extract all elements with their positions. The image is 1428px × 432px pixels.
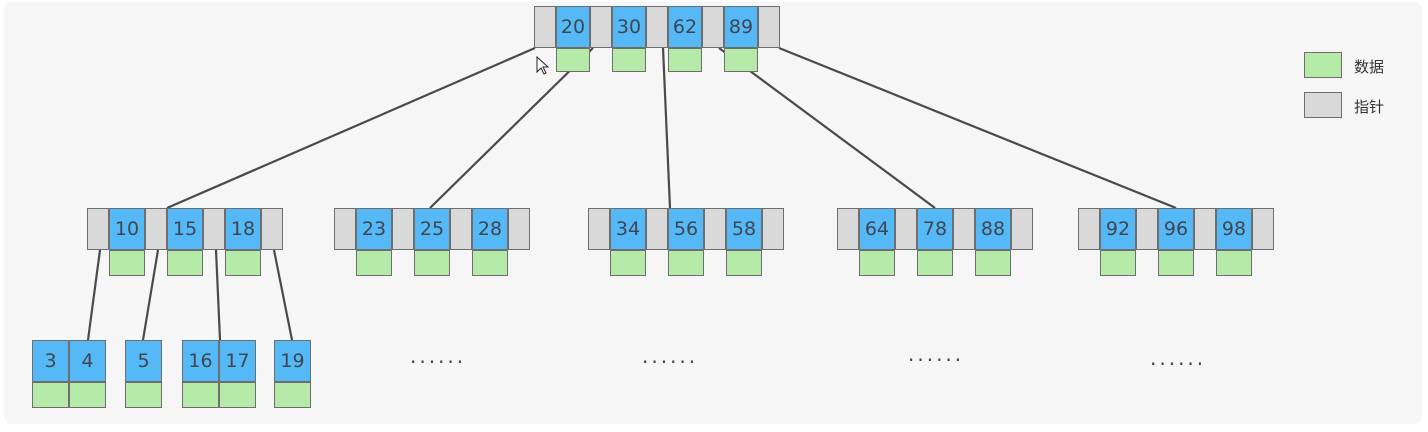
root-pointer-1: [590, 6, 612, 48]
level2-node-3-key-58: 58: [726, 208, 762, 250]
mouse-cursor-icon: [536, 56, 550, 75]
leaf-4-data-19: [274, 382, 311, 408]
leaf-3-key-16: 16: [182, 340, 219, 382]
level2-node-4-data-64: [859, 250, 895, 276]
root-data-30: [612, 48, 646, 72]
legend-data-swatch: [1304, 52, 1342, 78]
level2-node-4-key-64: 64: [859, 208, 895, 250]
root-key-30: 30: [612, 6, 646, 48]
level2-node-2-key-25: 25: [414, 208, 450, 250]
edge-root-to-level2-2: [429, 47, 594, 209]
level2-node-5-data-98: [1216, 250, 1252, 276]
level2-node-5-key-98: 98: [1216, 208, 1252, 250]
leaf-2-data-5: [125, 382, 162, 408]
level2-node-4-data-88: [975, 250, 1011, 276]
tree-edges: [86, 46, 1177, 341]
level2-node-1-data-10: [109, 250, 145, 276]
ellipsis-2: ......: [642, 344, 699, 368]
root-data-20: [556, 48, 590, 72]
legend-pointer-label: 指针: [1354, 98, 1385, 116]
level2-node-5-key-96: 96: [1158, 208, 1194, 250]
level2-node-5-data-92: [1100, 250, 1136, 276]
edge-root-to-level2-4: [718, 47, 936, 209]
level2-node-2-pointer-3: [508, 208, 530, 250]
level2-node-5-key-92: 92: [1100, 208, 1136, 250]
level2-node-3-key-56: 56: [668, 208, 704, 250]
level2-node-3-pointer-1: [646, 208, 668, 250]
root-pointer-4: [758, 6, 780, 48]
level2-node-4-pointer-1: [895, 208, 917, 250]
level2-node-2-pointer-2: [450, 208, 472, 250]
level2-node-1-pointer-3: [261, 208, 283, 250]
root-key-20: 20: [556, 6, 590, 48]
ellipsis-3: ......: [908, 342, 965, 366]
edge-level2-1-to-leaf-4: [272, 249, 294, 341]
ellipsis-1: ......: [410, 344, 467, 368]
level2-node-5-pointer-1: [1136, 208, 1158, 250]
edge-level2-1-to-leaf-3: [214, 249, 222, 341]
level2-node-3-data-58: [726, 250, 762, 276]
root-key-62: 62: [668, 6, 702, 48]
level2-node-4-pointer-3: [1011, 208, 1033, 250]
level2-node-5-pointer-3: [1252, 208, 1274, 250]
root-pointer-2: [646, 6, 668, 48]
level2-node-2-pointer-0: [334, 208, 356, 250]
level2-node-5-data-96: [1158, 250, 1194, 276]
root-data-89: [724, 48, 758, 72]
level2-node-1-key-10: 10: [109, 208, 145, 250]
level2-node-2-data-23: [356, 250, 392, 276]
leaf-1-data-4: [69, 382, 106, 408]
level2-node-4-key-78: 78: [917, 208, 953, 250]
level2-node-3-data-56: [668, 250, 704, 276]
level2-node-5-pointer-0: [1078, 208, 1100, 250]
level2-node-1-key-15: 15: [167, 208, 203, 250]
ellipsis-4: ......: [1150, 346, 1207, 370]
level2-node-1-pointer-0: [87, 208, 109, 250]
level2-node-1-data-15: [167, 250, 203, 276]
edge-level2-1-to-leaf-2: [141, 249, 160, 341]
edge-root-to-level2-1: [166, 46, 536, 210]
leaf-3-data-17: [219, 382, 256, 408]
level2-node-1-data-18: [225, 250, 261, 276]
leaf-1-data-3: [32, 382, 69, 408]
level2-node-5-pointer-2: [1194, 208, 1216, 250]
edge-root-to-level2-5: [778, 46, 1177, 210]
leaf-4-key-19: 19: [274, 340, 311, 382]
root-pointer-3: [702, 6, 724, 48]
level2-node-2-data-25: [414, 250, 450, 276]
root-key-89: 89: [724, 6, 758, 48]
leaf-3-data-16: [182, 382, 219, 408]
level2-node-3-data-34: [610, 250, 646, 276]
level2-node-3-pointer-3: [762, 208, 784, 250]
level2-node-1-pointer-2: [203, 208, 225, 250]
level2-node-4-pointer-2: [953, 208, 975, 250]
edge-level2-1-to-leaf-1: [86, 249, 102, 341]
root-data-62: [668, 48, 702, 72]
level2-node-3-pointer-0: [588, 208, 610, 250]
leaf-2-key-5: 5: [125, 340, 162, 382]
level2-node-2-key-28: 28: [472, 208, 508, 250]
level2-node-1-pointer-1: [145, 208, 167, 250]
level2-node-4-data-78: [917, 250, 953, 276]
level2-node-3-pointer-2: [704, 208, 726, 250]
legend-data-label: 数据: [1354, 58, 1385, 76]
legend-pointer-swatch: [1304, 92, 1342, 118]
leaf-1-key-4: 4: [69, 340, 106, 382]
edge-root-to-level2-3: [661, 47, 672, 209]
root-pointer-0: [534, 6, 556, 48]
level2-node-2-data-28: [472, 250, 508, 276]
level2-node-4-pointer-0: [837, 208, 859, 250]
leaf-3-key-17: 17: [219, 340, 256, 382]
level2-node-1-key-18: 18: [225, 208, 261, 250]
level2-node-4-key-88: 88: [975, 208, 1011, 250]
level2-node-2-key-23: 23: [356, 208, 392, 250]
leaf-1-key-3: 3: [32, 340, 69, 382]
level2-node-3-key-34: 34: [610, 208, 646, 250]
level2-node-2-pointer-1: [392, 208, 414, 250]
